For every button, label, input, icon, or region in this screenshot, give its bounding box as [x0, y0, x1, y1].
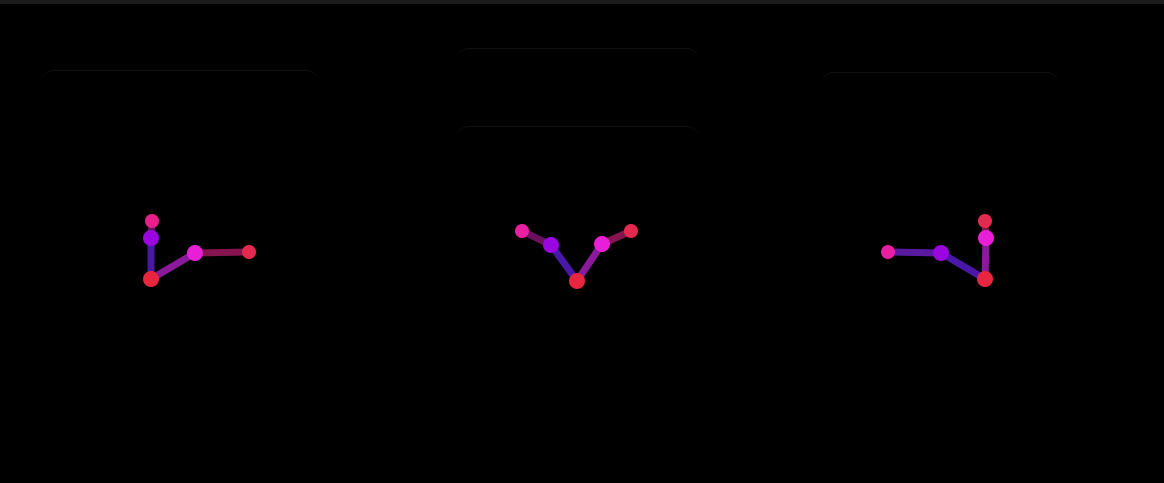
joint-right-elbow	[933, 245, 949, 261]
joint-center-right-mid	[594, 236, 610, 252]
joint-right-tip	[881, 245, 895, 259]
joint-left-top	[145, 214, 159, 228]
joint-right-root	[977, 271, 993, 287]
center-panel-top-frame	[455, 48, 700, 129]
joint-center-left-mid	[543, 237, 559, 253]
joint-left-tip	[242, 245, 256, 259]
bone-right-elbow-to-tip	[884, 248, 945, 257]
joint-left-elbow	[187, 245, 203, 261]
bone-left-elbow-to-tip	[191, 248, 253, 257]
bone-right-root-to-elbow	[937, 249, 989, 283]
joint-center-right-tip	[624, 224, 638, 238]
joint-left-mid	[143, 230, 159, 246]
right-panel-frame	[820, 72, 1060, 327]
left-panel-frame	[40, 70, 320, 329]
joint-center-left-tip	[515, 224, 529, 238]
bone-left-root-to-elbow	[147, 249, 199, 283]
window-top-bar	[0, 0, 1164, 4]
joint-left-root	[143, 271, 159, 287]
joint-right-top	[978, 214, 992, 228]
joint-center-root	[569, 273, 585, 289]
joint-right-mid	[978, 230, 994, 246]
center-panel-frame	[455, 126, 700, 383]
